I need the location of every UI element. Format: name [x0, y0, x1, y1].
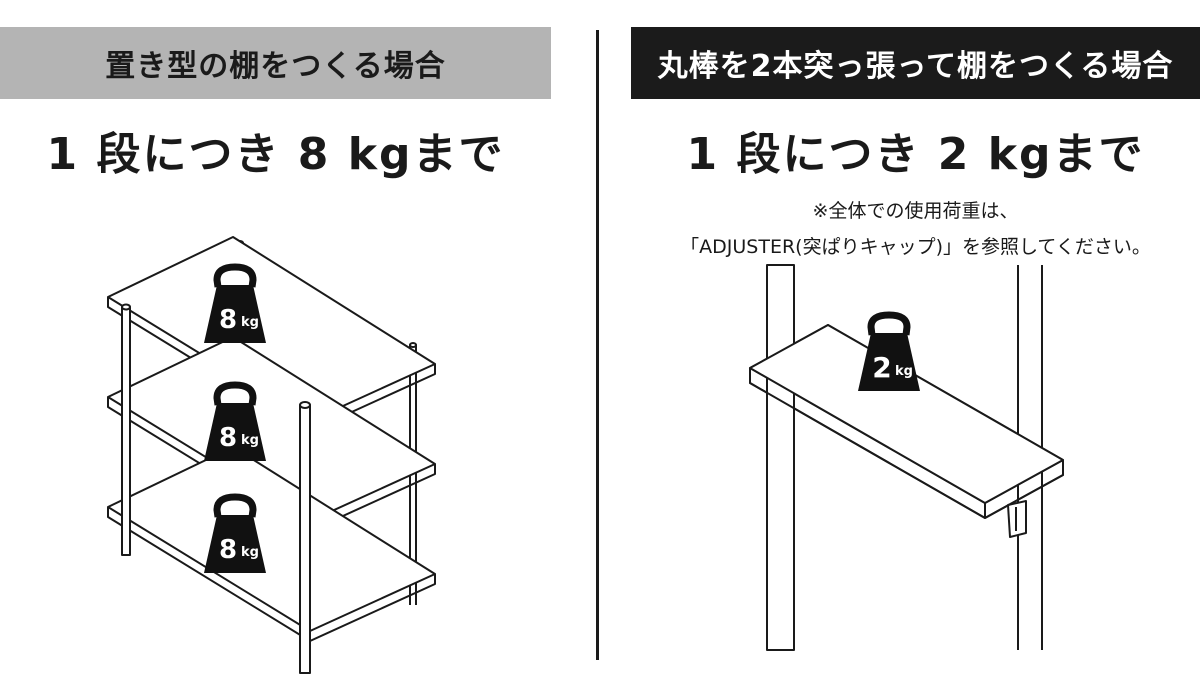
weight-unit: kg — [241, 433, 259, 448]
panel-divider — [596, 30, 599, 660]
weight-value: 2 — [872, 351, 891, 384]
front-right-post — [299, 401, 311, 674]
left-banner-text: 置き型の棚をつくる場合 — [105, 49, 446, 84]
freestanding-shelf-illustration: 8 kg 8 kg 8 kg — [107, 236, 436, 674]
weight-value: 8 — [219, 535, 237, 565]
weight-unit: kg — [241, 545, 259, 560]
kettlebell-weight-icon: 2 kg — [858, 311, 920, 391]
weight-value: 8 — [219, 423, 237, 453]
right-banner-text: 丸棒を2本突っ張って棚をつくる場合 — [657, 49, 1174, 84]
tension-rod-shelf-illustration: 2 kg — [749, 264, 1064, 651]
weight-value: 8 — [219, 305, 237, 335]
kettlebell-weight-icon: 8 kg — [204, 381, 266, 461]
kettlebell-weight-icon: 8 kg — [204, 263, 266, 343]
front-left-post — [121, 303, 131, 556]
right-capacity-heading: 1 段につき 2 kgまで — [686, 129, 1145, 180]
kettlebell-weight-icon: 8 kg — [204, 493, 266, 573]
load-note-line2: 「ADJUSTER(突ぱりキャップ)」を参照してください。 — [680, 236, 1151, 258]
left-capacity-heading: 1 段につき 8 kgまで — [46, 129, 505, 180]
right-banner: 丸棒を2本突っ張って棚をつくる場合 — [631, 27, 1200, 99]
left-banner: 置き型の棚をつくる場合 — [0, 27, 551, 99]
weight-unit: kg — [895, 364, 913, 379]
weight-unit: kg — [241, 315, 259, 330]
load-note-line1: ※全体での使用荷重は、 — [812, 200, 1019, 222]
left-rod — [766, 264, 795, 651]
